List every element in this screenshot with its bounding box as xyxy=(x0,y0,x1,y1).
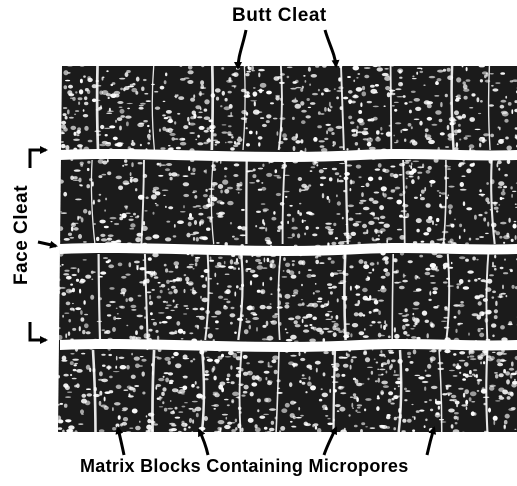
butt-cleat-label: Butt Cleat xyxy=(232,5,327,27)
face-cleat-arrow-bottom xyxy=(30,322,46,340)
butt-cleat-arrow-left xyxy=(238,30,246,68)
face-cleat-arrow-top xyxy=(30,150,46,168)
matrix-arrow-2 xyxy=(199,430,208,455)
butt-cleat-arrow-right xyxy=(325,30,336,66)
matrix-arrow-1 xyxy=(118,428,124,455)
face-cleat-label: Face Cleat xyxy=(11,185,33,285)
face-cleat-arrow-middle xyxy=(38,242,56,246)
matrix-blocks-label: Matrix Blocks Containing Micropores xyxy=(80,456,409,477)
matrix-arrow-3 xyxy=(324,428,336,455)
matrix-arrow-4 xyxy=(427,428,434,455)
